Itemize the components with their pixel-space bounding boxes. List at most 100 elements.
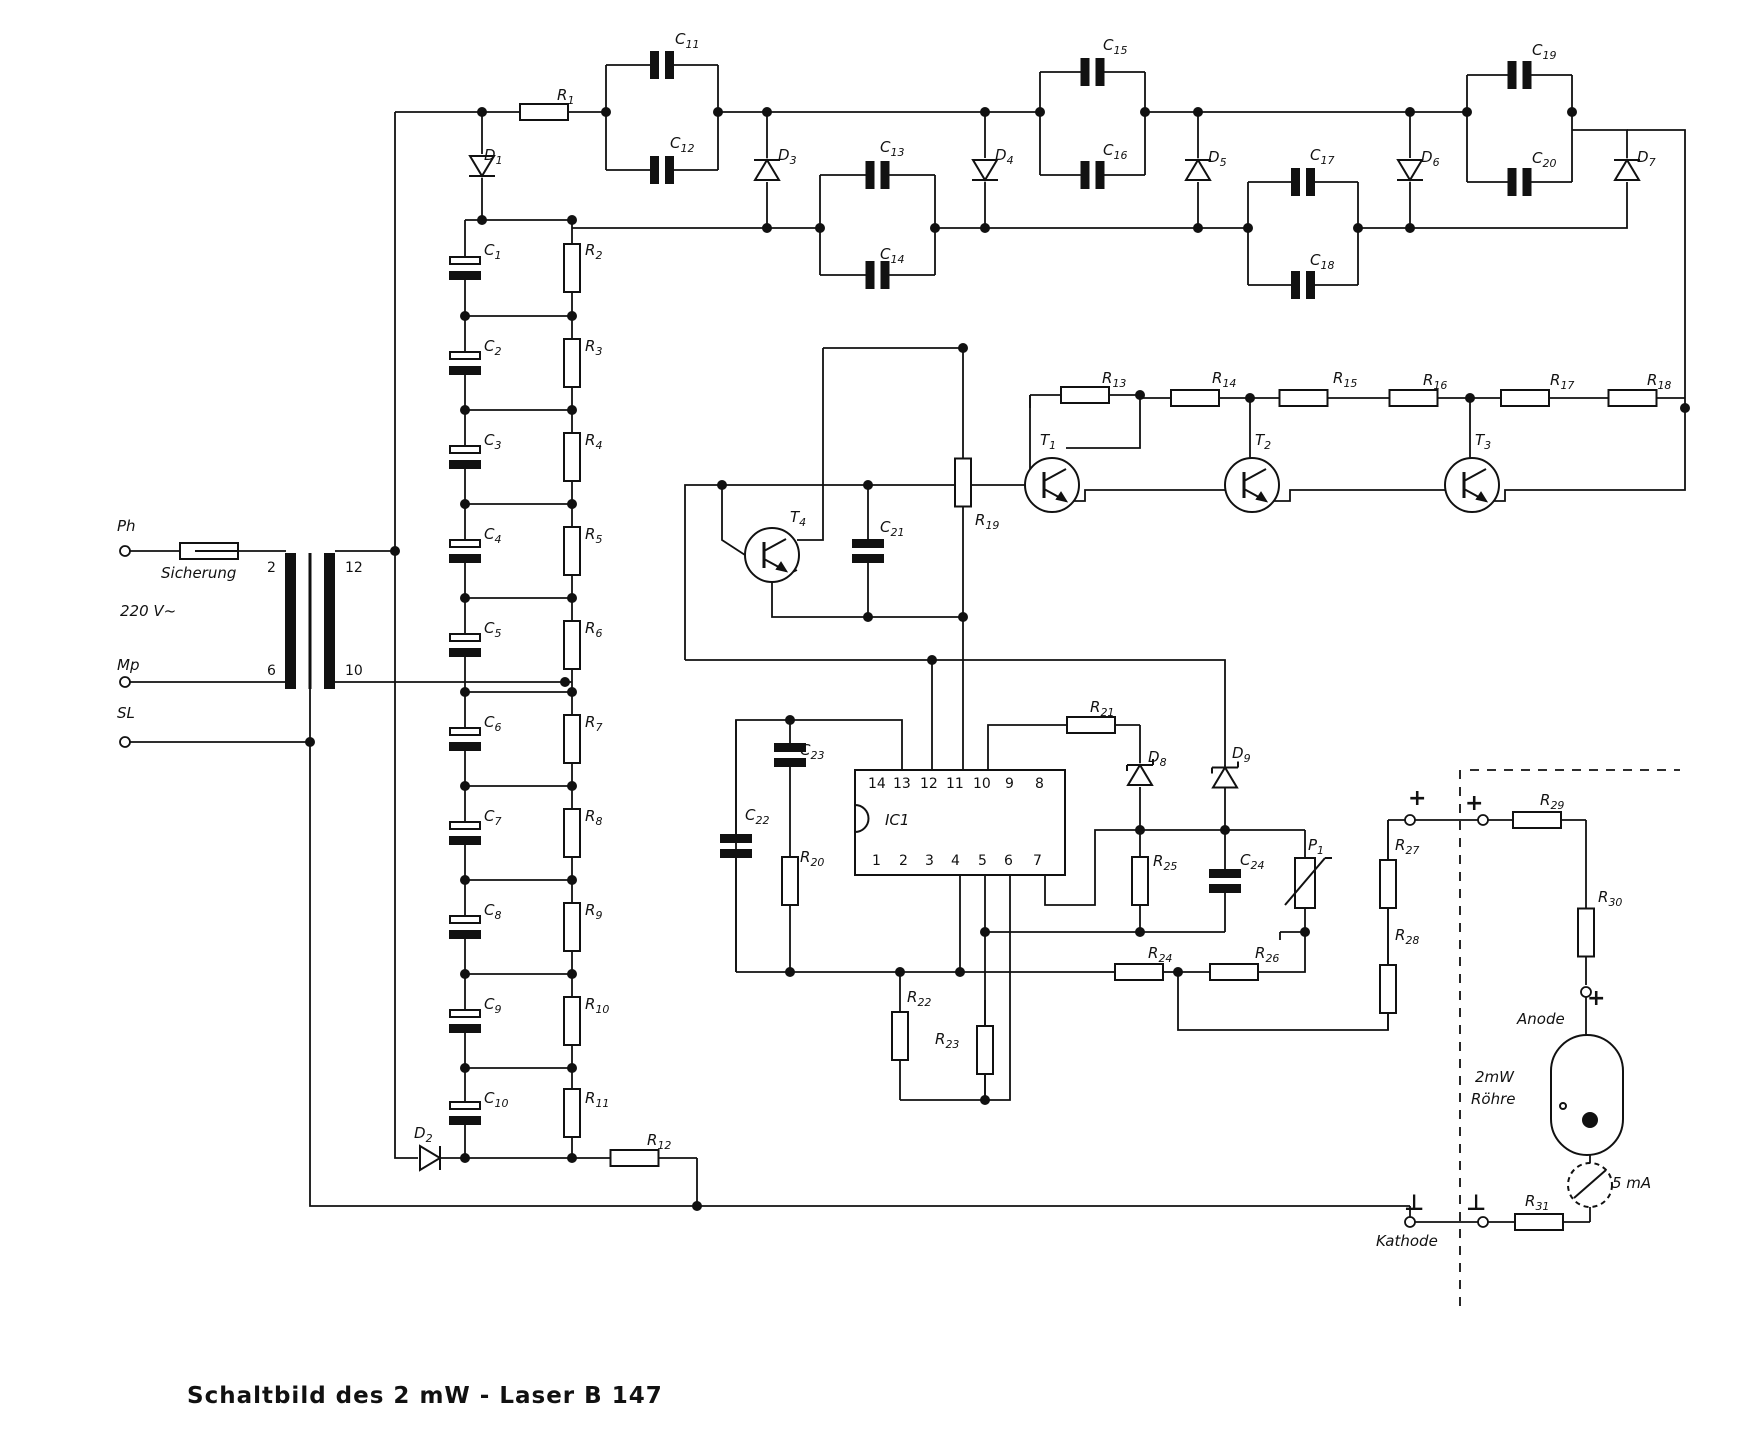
transformer-pin-6: 6: [267, 663, 276, 679]
label-c19: C19: [1532, 41, 1556, 62]
wire: [985, 875, 1011, 1101]
emitter-arrow: [1055, 491, 1069, 503]
junction-dot: [567, 875, 577, 885]
ic1-body: [854, 769, 1066, 876]
meter-label: 5 mA: [1612, 1174, 1651, 1192]
junction-dot: [1173, 967, 1183, 977]
emitter-arrow: [1475, 491, 1489, 503]
ic-pin-10: 10: [973, 776, 991, 792]
label-c20: C20: [1532, 149, 1556, 170]
junction-dot: [1135, 825, 1145, 835]
label-c2: C2: [484, 337, 501, 358]
capacitor-plate: [665, 51, 674, 79]
components: [119, 51, 1658, 1231]
diode-d9: [1211, 765, 1239, 789]
junctions: [305, 107, 1690, 1211]
junction-dot: [567, 969, 577, 979]
label-r28: R28: [1395, 926, 1419, 947]
resistor-r7: [563, 714, 581, 764]
capacitor-c9: [449, 1009, 481, 1018]
tube-label-power: 2mW: [1475, 1068, 1515, 1086]
junction-dot: [1245, 393, 1255, 403]
label-r18: R18: [1647, 371, 1671, 392]
tube-small-dot: [1559, 1102, 1567, 1110]
cathode-label: Kathode: [1376, 1232, 1438, 1250]
capacitor-c16: [1080, 161, 1090, 189]
wire: [1627, 129, 1686, 408]
capacitor-c12: [650, 156, 659, 184]
label-r6: R6: [585, 619, 602, 640]
label-r23: R23: [935, 1030, 959, 1051]
capacitor-c6: [449, 727, 481, 736]
junction-dot: [895, 967, 905, 977]
junction-dot: [460, 969, 470, 979]
junction-dot: [567, 311, 577, 321]
wire: [309, 689, 1410, 1207]
capacitor-plate: [774, 758, 806, 767]
resistor-r15: [1278, 389, 1329, 407]
label-d9: D9: [1232, 744, 1251, 765]
label-r21: R21: [1090, 698, 1114, 719]
transistor-collector: [763, 538, 787, 552]
junction-dot: [692, 1201, 702, 1211]
label-t3: T3: [1475, 431, 1491, 452]
label-r7: R7: [585, 713, 602, 734]
label-r27: R27: [1395, 836, 1419, 857]
resistor-r30: [1577, 907, 1595, 958]
label-t2: T2: [1255, 431, 1271, 452]
capacitor-plate: [1522, 61, 1532, 89]
junction-dot: [1243, 223, 1253, 233]
transistor-collector: [1463, 468, 1487, 482]
label-r25: R25: [1153, 852, 1177, 873]
label-c1: C1: [484, 241, 501, 262]
junction-dot: [460, 405, 470, 415]
resistor-r22: [891, 1011, 909, 1061]
junction-dot: [1193, 223, 1203, 233]
capacitor-plate: [449, 742, 481, 751]
label-r11: R11: [585, 1089, 609, 1110]
capacitor-c17: [1291, 168, 1300, 196]
transistor-t2: [1224, 457, 1280, 513]
ground-sign-2: ⊥: [1466, 1191, 1486, 1216]
diode-d7: [1613, 158, 1641, 181]
junction-dot: [785, 715, 795, 725]
label-c9: C9: [484, 995, 501, 1016]
resistor-r11: [563, 1088, 581, 1138]
transistor-collector: [1243, 468, 1267, 482]
plus-sign-2: +: [1465, 791, 1483, 816]
terminal: [1477, 814, 1489, 826]
label-d2: D2: [414, 1124, 433, 1145]
junction-dot: [567, 405, 577, 415]
diode-d8: [1126, 763, 1154, 786]
ic-pin-7: 7: [1033, 853, 1042, 869]
capacitor-plate: [1306, 168, 1315, 196]
label-c23: C23: [800, 741, 824, 762]
junction-dot: [815, 223, 825, 233]
junction-dot: [980, 223, 990, 233]
resistor-r8: [563, 808, 581, 858]
resistor-r1: [519, 103, 569, 121]
wires: [130, 64, 1686, 1310]
capacitor-c13: [865, 161, 875, 189]
capacitor-c15: [1080, 58, 1090, 86]
label-r24: R24: [1148, 944, 1172, 965]
label-c21: C21: [880, 518, 904, 539]
capacitor-c18: [1291, 271, 1300, 299]
ic-pin-1: 1: [872, 853, 881, 869]
ic-pin-2: 2: [899, 853, 908, 869]
pot-arrow: [1284, 857, 1326, 906]
tube-cathode-dot: [1582, 1112, 1598, 1128]
label-c4: C4: [484, 525, 501, 546]
resistor-r13: [1060, 386, 1110, 404]
resistor-r10: [563, 996, 581, 1046]
capacitor-plate: [880, 261, 890, 289]
label-r22: R22: [907, 988, 931, 1009]
junction-dot: [713, 107, 723, 117]
capacitor-c8: [449, 915, 481, 924]
wire: [1044, 829, 1225, 906]
resistor-r23: [976, 1025, 994, 1075]
resistor-r5: [563, 526, 581, 576]
ic-pin-14: 14: [868, 776, 886, 792]
wire: [1066, 489, 1226, 502]
junction-dot: [460, 687, 470, 697]
